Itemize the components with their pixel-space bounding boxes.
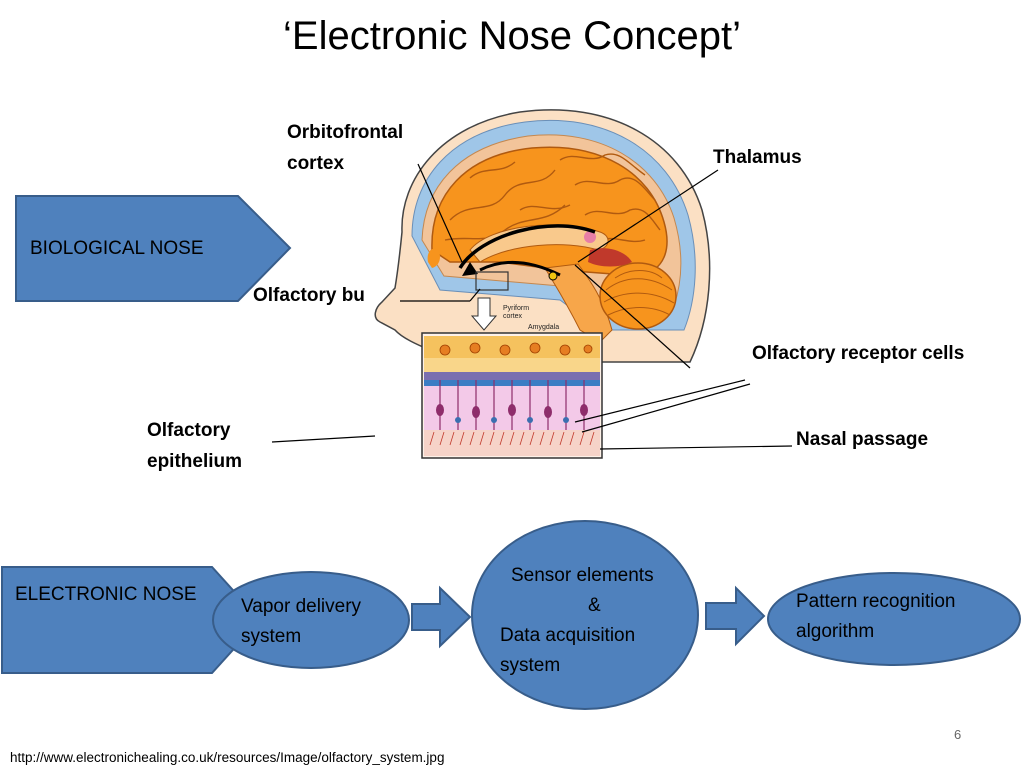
olfactory-receptor-cells-label: Olfactory receptor cells: [752, 343, 965, 364]
biological-nose-arrow: [15, 195, 292, 302]
biological-nose-label: BIOLOGICAL NOSE: [30, 238, 204, 259]
pattern-recognition-label: Pattern recognition algorithm: [796, 591, 956, 642]
sensor-elements-ellipse: [471, 520, 699, 710]
epithelium-inset: [421, 332, 603, 459]
piriform-label: Pyriform cortex: [503, 305, 530, 320]
vapor-delivery-label: Vapor delivery system: [241, 596, 362, 647]
source-url[interactable]: http://www.electronichealing.co.uk/resou…: [10, 750, 445, 765]
brain-illustration: [374, 109, 711, 363]
flow-arrow-1: [411, 585, 472, 649]
pattern-recognition-ellipse: [767, 572, 1021, 666]
cerebellum: [599, 262, 677, 330]
olfactory-epithelium-label: Olfactory epithelium: [147, 420, 243, 472]
leader-lines: [271, 163, 793, 450]
orbitofrontal-cortex-label: Orbitofrontal cortex: [287, 122, 404, 174]
electronic-nose-label: ELECTRONIC NOSE: [15, 584, 197, 605]
olfactory-bulb-label: Olfactory bu: [253, 285, 365, 306]
slide-number: 6: [954, 727, 962, 742]
slide-title: ‘Electronic Nose Concept’: [283, 14, 741, 58]
flow-arrow-2: [705, 585, 766, 647]
nasal-passage-label: Nasal passage: [796, 429, 929, 450]
sensor-elements-label: Sensor elements & Data acquisition syste…: [500, 565, 654, 676]
thalamus-label: Thalamus: [713, 147, 802, 168]
vapor-delivery-ellipse: [212, 571, 410, 669]
amygdala-label: Amygdala: [528, 324, 560, 331]
